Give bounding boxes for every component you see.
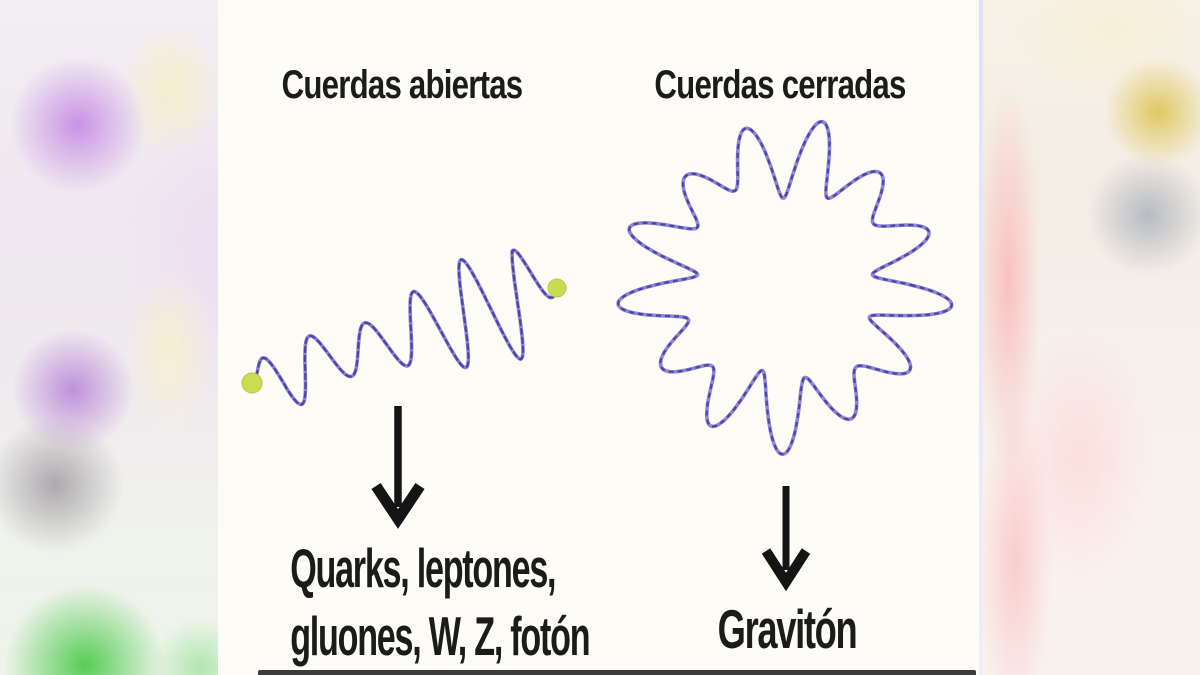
- open-strings-title: Cuerdas abiertas: [281, 63, 523, 107]
- string-theory-diagram-panel: Cuerdas abiertas Cuerdas cerradas: [218, 0, 983, 675]
- blurred-background-left: [0, 0, 218, 675]
- open-string-curve-texture: [250, 249, 559, 406]
- cropped-bottom-bar: [258, 670, 976, 675]
- string-endpoint-dot-left: [241, 372, 263, 394]
- closed-string-loop: [616, 119, 954, 456]
- closed-string-loop-texture: [617, 120, 953, 456]
- closed-strings-title: Cuerdas cerradas: [654, 63, 906, 107]
- string-endpoint-dot-right: [547, 278, 567, 298]
- strings-drawing: [241, 119, 954, 592]
- particles-line2: gluones, W, Z, fotón: [290, 605, 590, 667]
- down-arrow-left-icon: [371, 406, 425, 529]
- particles-line1: Quarks, leptones,: [290, 537, 556, 599]
- down-arrow-right-icon: [761, 486, 811, 592]
- open-string-curve: [250, 248, 559, 407]
- blurred-background-right: [983, 0, 1200, 675]
- open-strings-particles-label: Quarks, leptones, gluones, W, Z, fotón: [290, 534, 590, 670]
- closed-strings-particle-label: Gravitón: [717, 598, 858, 660]
